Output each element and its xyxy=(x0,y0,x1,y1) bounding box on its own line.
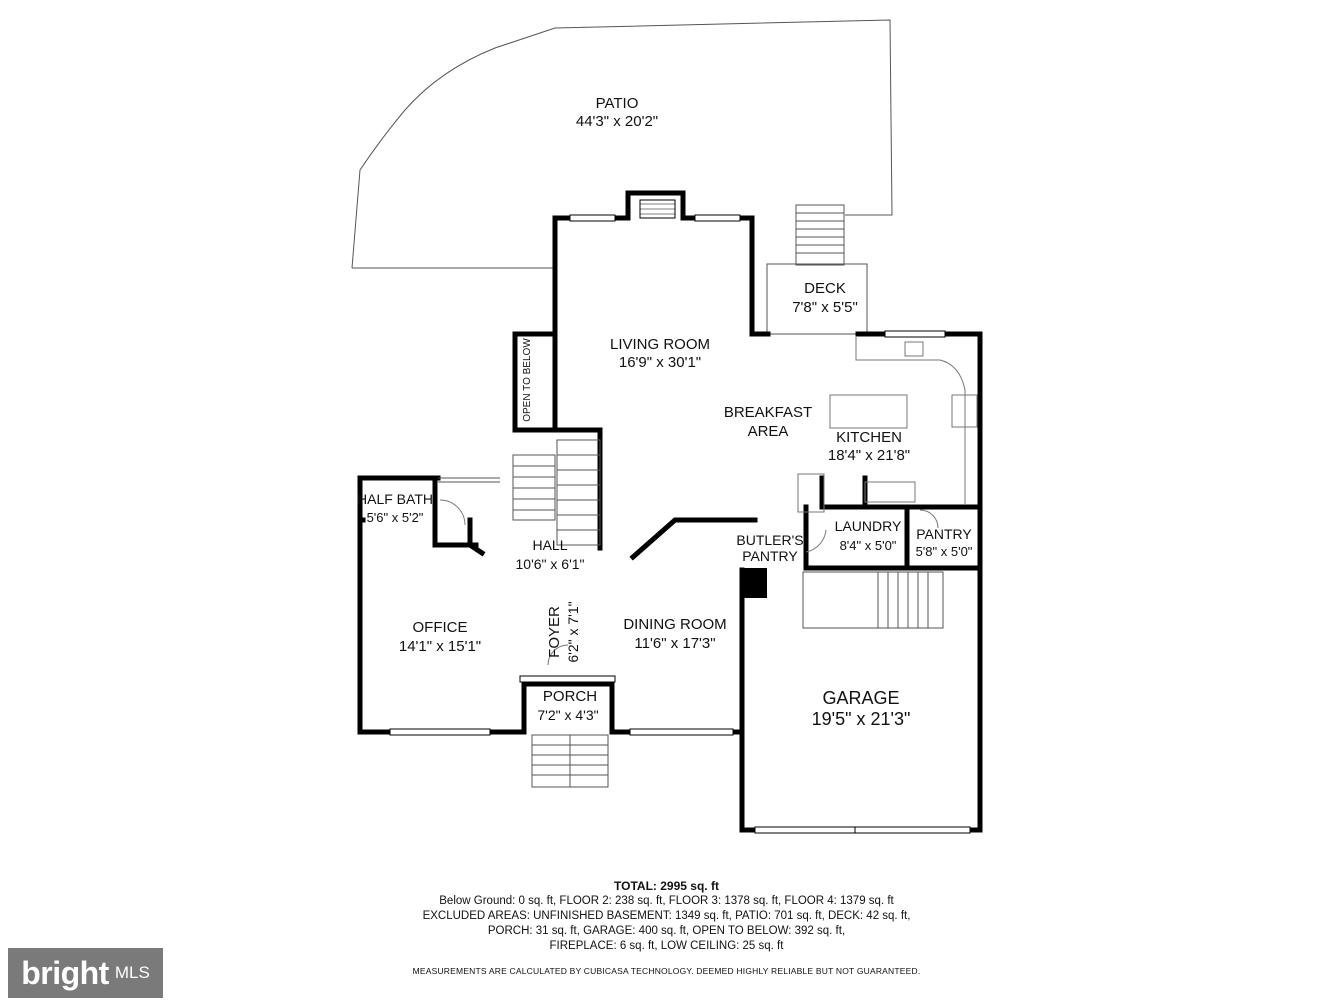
butlers-pantry-line2: PANTRY xyxy=(742,548,798,564)
open-to-below-label: OPEN TO BELOW xyxy=(522,338,533,422)
area-summary-line-2: EXCLUDED AREAS: UNFINISHED BASEMENT: 134… xyxy=(422,910,911,922)
foyer-name: FOYER xyxy=(546,606,563,658)
deck-name: DECK xyxy=(804,280,846,297)
doors xyxy=(439,499,939,666)
area-summary-line-3: PORCH: 31 sq. ft, GARAGE: 400 sq. ft, OP… xyxy=(487,925,846,937)
hall-name: HALL xyxy=(532,537,567,553)
breakfast-area-line2: AREA xyxy=(748,423,789,440)
living-room-dims: 16'9" x 30'1" xyxy=(619,354,701,371)
porch-stairs xyxy=(531,734,609,788)
deck-outline xyxy=(766,204,868,335)
living-room-name: LIVING ROOM xyxy=(610,336,710,353)
garage-name: GARAGE xyxy=(822,688,899,708)
watermark-suffix: MLS xyxy=(114,963,150,982)
pantry-name: PANTRY xyxy=(916,526,972,542)
kitchen-dims: 18'4" x 21'8" xyxy=(828,447,910,464)
butlers-pantry-line1: BUTLER'S xyxy=(736,532,803,548)
area-summary-line-4: FIREPLACE: 6 sq. ft, LOW CEILING: 25 sq.… xyxy=(549,940,784,952)
office-name: OFFICE xyxy=(413,619,468,636)
patio-name: PATIO xyxy=(596,95,639,112)
disclaimer: MEASUREMENTS ARE CALCULATED BY CUBICASA … xyxy=(412,966,921,976)
hall-stairs xyxy=(438,439,601,546)
exterior-walls xyxy=(357,190,983,833)
garage-dims: 19'5" x 21'3" xyxy=(812,709,911,729)
patio-outline xyxy=(351,19,893,269)
foyer-dims: 6'2" x 7'1" xyxy=(565,601,581,662)
dining-room-name: DINING ROOM xyxy=(623,616,726,633)
laundry-name: LAUNDRY xyxy=(835,518,902,534)
garage-column xyxy=(742,568,767,598)
hall-dims: 10'6" x 6'1" xyxy=(516,556,585,572)
laundry-dims: 8'4" x 5'0" xyxy=(840,538,897,553)
kitchen-fixtures xyxy=(797,337,978,513)
watermark-brand: bright xyxy=(21,954,109,991)
porch-name: PORCH xyxy=(543,688,597,705)
half-bath-dims: 5'6" x 5'2" xyxy=(367,510,424,525)
office-dims: 14'1" x 15'1" xyxy=(399,638,481,655)
patio-dims: 44'3" x 20'2" xyxy=(576,113,658,130)
total-area: TOTAL: 2995 sq. ft xyxy=(614,879,719,893)
half-bath-name: HALF BATH xyxy=(357,491,433,507)
bright-mls-logo: bright MLS xyxy=(8,948,163,998)
windows xyxy=(389,214,971,834)
deck-dims: 7'8" x 5'5" xyxy=(792,299,858,316)
breakfast-area-line1: BREAKFAST xyxy=(724,404,812,421)
garage-stairs xyxy=(802,571,944,629)
kitchen-name: KITCHEN xyxy=(836,429,902,446)
pantry-dims: 5'8" x 5'0" xyxy=(916,544,973,559)
dining-room-dims: 11'6" x 17'3" xyxy=(634,635,715,652)
area-summary-line-1: Below Ground: 0 sq. ft, FLOOR 2: 238 sq.… xyxy=(439,895,894,907)
porch-dims: 7'2" x 4'3" xyxy=(537,707,598,723)
